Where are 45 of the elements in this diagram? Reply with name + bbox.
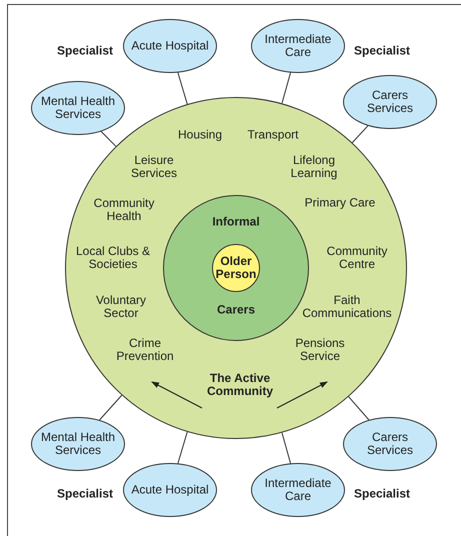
service-label: Acute Hospital (131, 484, 209, 496)
service-label: Crime Prevention (115, 337, 175, 363)
service-label: Local Clubs & Societies (74, 245, 152, 271)
service-label: Mental Health Services (40, 431, 116, 457)
person-circle (212, 244, 260, 292)
service-label: Lifelong Learning (290, 154, 338, 180)
service-label: Leisure Services (130, 154, 178, 180)
service-ellipse (31, 417, 125, 471)
service-ellipse (31, 81, 125, 135)
connector-line (282, 72, 292, 104)
service-ellipse (251, 463, 345, 517)
service-label: Intermediate Care (264, 33, 332, 59)
connector-line (177, 431, 188, 464)
service-label: Transport (246, 128, 300, 142)
service-label: Mental Health Services (40, 95, 116, 121)
connector-line (352, 125, 368, 144)
service-label: Carers Services (366, 431, 414, 457)
service-label: Housing (176, 128, 224, 142)
connector-line (100, 130, 116, 147)
service-label: Faith Communications (301, 294, 393, 320)
group-label: Specialist (354, 44, 410, 58)
community-title: The Active Community (206, 372, 274, 398)
group-label: Specialist (56, 488, 114, 500)
group-label: Specialist (354, 488, 410, 500)
service-ellipse (251, 19, 345, 73)
connector-line (177, 72, 188, 105)
service-ellipse (123, 463, 217, 517)
service-label: Community Health (92, 197, 156, 223)
connector-line (348, 396, 370, 420)
service-label: Primary Care (304, 196, 376, 210)
service-label: Community Centre (326, 245, 388, 271)
connector-line (99, 394, 122, 420)
service-label: Intermediate Care (264, 477, 332, 503)
group-label: Specialist (56, 44, 114, 58)
service-label: Pensions Service (294, 337, 346, 363)
connector-line (282, 432, 292, 464)
service-ellipse (123, 19, 217, 73)
carers-label: Carers (216, 304, 256, 316)
person-label: Older Person (214, 255, 258, 281)
service-label: Carers Services (366, 89, 414, 115)
service-ellipse (343, 75, 437, 129)
service-label: Voluntary Sector (94, 294, 148, 320)
service-label: Acute Hospital (131, 40, 209, 52)
informal-label: Informal (211, 216, 261, 228)
service-ellipse (343, 417, 437, 471)
